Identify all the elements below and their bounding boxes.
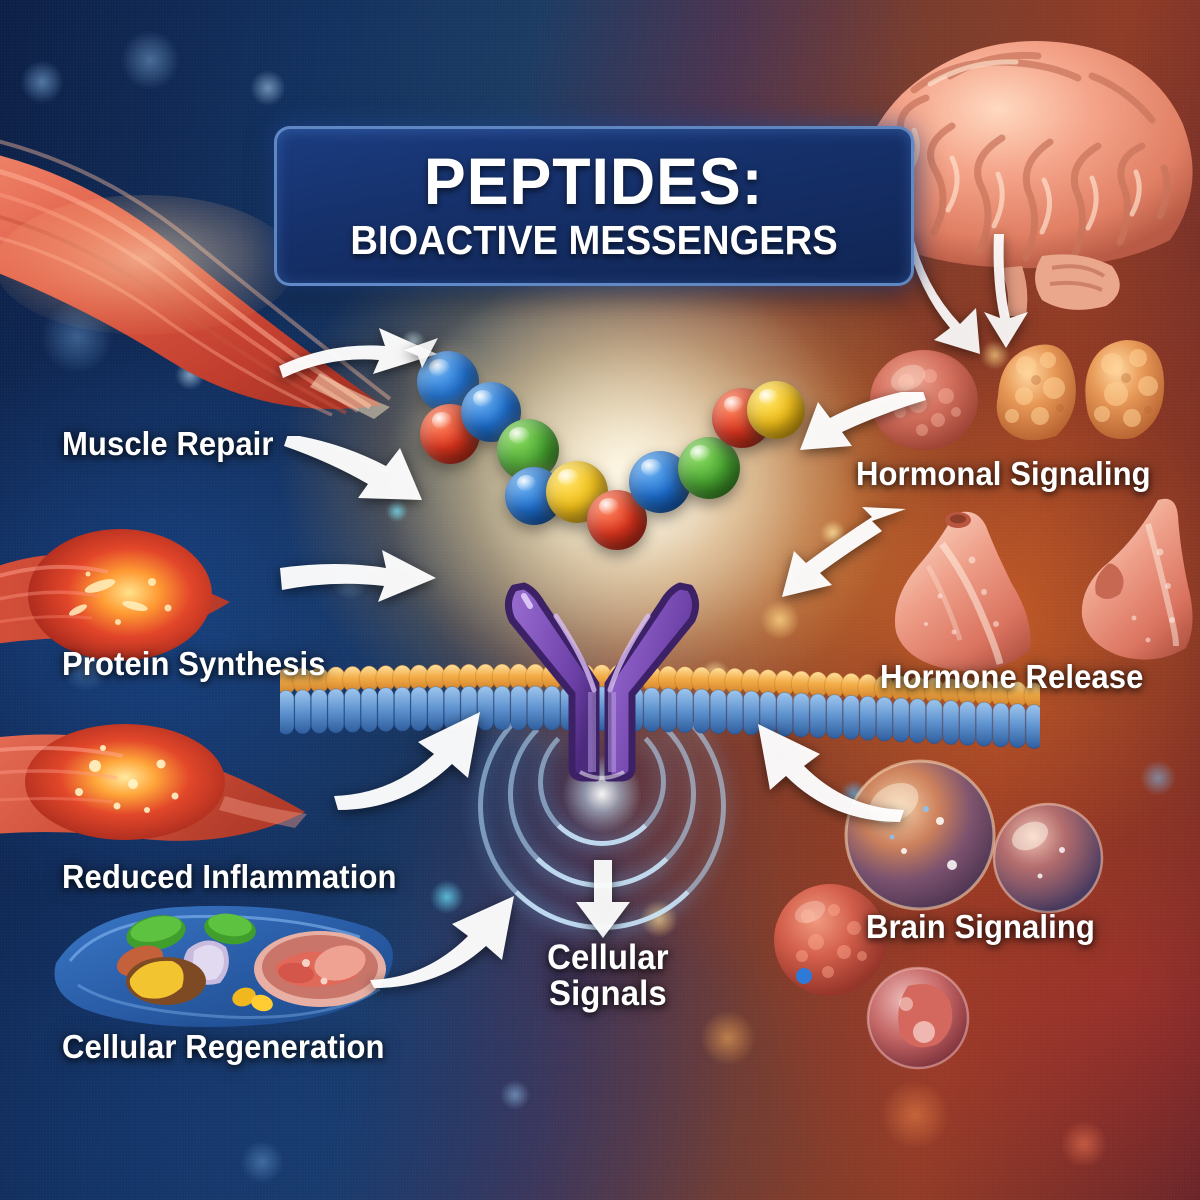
membrane-tail — [792, 692, 810, 738]
peptide-residue-8 — [678, 437, 740, 499]
endocrine-gland-round-illustration — [870, 350, 978, 450]
label-cellular-signals-line1: Cellular — [547, 938, 669, 977]
membrane-tail — [726, 689, 744, 735]
pink-cell-cluster-illustration — [866, 966, 970, 1070]
title-banner: PEPTIDES: BIOACTIVE MESSENGERS — [274, 126, 914, 286]
label-cellular-regeneration: Cellular Regeneration — [62, 1028, 385, 1065]
membrane-tail — [742, 690, 760, 736]
endocrine-gland-lobed-illustration — [996, 340, 1165, 441]
arrow-protein-synthesis-to-peptide — [284, 436, 422, 500]
arrow-peptide-to-gland — [800, 392, 926, 450]
label-protein-synthesis: Protein Synthesis — [62, 645, 326, 682]
membrane-tail — [327, 688, 345, 734]
label-hormone-release: Hormone Release — [880, 658, 1144, 695]
membrane-tail — [975, 701, 993, 747]
membrane-tail — [959, 700, 977, 746]
arrow-nutrition-to-membrane — [370, 896, 514, 988]
membrane-tail — [460, 685, 478, 731]
membrane-tail — [909, 698, 927, 744]
membrane-tail — [443, 685, 461, 731]
membrane-tail — [875, 696, 893, 742]
label-cellular-signals-line2: Signals — [549, 974, 667, 1014]
membrane-tail — [709, 689, 727, 735]
membrane-tail — [809, 693, 827, 739]
membrane-tail — [360, 687, 378, 733]
label-hormonal-signaling: Hormonal Signaling — [856, 455, 1151, 492]
membrane-tail — [892, 697, 910, 743]
membrane-tail — [280, 689, 295, 735]
nutrition-food-plate-illustration — [54, 905, 393, 1027]
membrane-tail — [942, 699, 960, 745]
membrane-tail — [343, 687, 361, 733]
membrane-tail — [826, 694, 844, 740]
y-shaped-membrane-receptor-illustration — [505, 582, 699, 782]
arrow-brain-down-left — [906, 232, 980, 354]
membrane-tail — [310, 688, 328, 734]
adrenal-gland-right-illustration — [1081, 498, 1193, 660]
membrane-tail — [776, 691, 794, 737]
arrow-hormone-bidirectional — [782, 507, 906, 597]
peptide-residue-10 — [747, 381, 805, 439]
membrane-tail — [992, 702, 1010, 748]
label-cellular-signals: Cellular Signals — [547, 938, 669, 1014]
membrane-tail — [427, 686, 445, 732]
membrane-tail — [842, 694, 860, 740]
signaling-vesicle-large-illustration — [844, 759, 996, 911]
label-brain-signaling: Brain Signaling — [866, 908, 1095, 945]
page-subtitle: BIOACTIVE MESSENGERS — [350, 217, 838, 264]
membrane-tail — [476, 685, 494, 731]
arrow-inflammation-to-peptide — [280, 550, 436, 602]
arrow-brain-down-right — [984, 234, 1028, 348]
membrane-tail — [393, 686, 411, 732]
signaling-vesicle-small-illustration — [992, 802, 1104, 914]
membrane-tail — [759, 691, 777, 737]
label-muscle-repair: Muscle Repair — [62, 425, 274, 462]
membrane-tail — [859, 695, 877, 741]
membrane-tail — [925, 699, 943, 745]
membrane-tail — [294, 689, 312, 735]
membrane-tail — [410, 686, 428, 732]
membrane-tail — [1008, 703, 1026, 749]
label-reduced-inflammation: Reduced Inflammation — [62, 858, 397, 895]
page-title: PEPTIDES: — [424, 143, 764, 218]
membrane-tail — [1025, 704, 1040, 749]
membrane-tail — [377, 687, 395, 733]
